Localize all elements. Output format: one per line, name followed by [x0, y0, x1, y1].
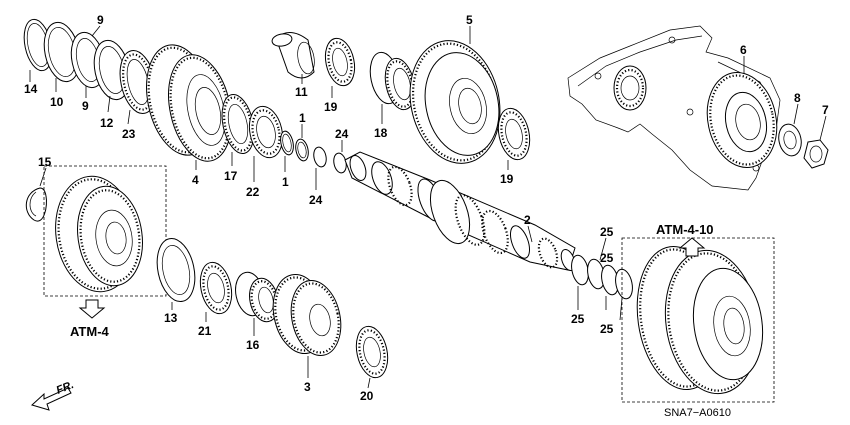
callout-4: 4 — [192, 173, 199, 187]
thrust-bearing-19a — [324, 37, 356, 87]
callout-14: 14 — [24, 82, 38, 96]
snap-ring-15 — [25, 187, 47, 222]
gear-3 — [272, 274, 342, 357]
callout-22: 22 — [246, 185, 260, 199]
callout-13: 13 — [164, 311, 178, 325]
needle-bearing-18 — [369, 51, 416, 111]
callout-5: 5 — [466, 13, 473, 27]
collar-11 — [271, 32, 315, 79]
callout-3: 3 — [304, 380, 311, 394]
arrow-to-atm410 — [678, 237, 706, 257]
atm410-boundary — [621, 237, 775, 403]
o-ring-24b — [333, 152, 347, 174]
callout-1-upper: 1 — [299, 111, 306, 125]
gear-4 — [146, 44, 232, 162]
mainshaft-2 — [344, 151, 576, 272]
front-direction-label: FR. — [55, 379, 76, 397]
callout-20: 20 — [360, 389, 374, 403]
callout-11: 11 — [295, 85, 308, 99]
callout-24-lower: 24 — [309, 193, 323, 207]
callout-7: 7 — [822, 103, 829, 117]
gear-5 — [409, 40, 501, 164]
callout-19-lower: 19 — [500, 172, 514, 186]
reference-atm4: ATM-4 — [70, 324, 110, 339]
callout-8: 8 — [794, 91, 801, 105]
clutch-drum-atm410 — [636, 245, 764, 395]
atm4-boundary — [43, 165, 167, 297]
callout-25-a: 25 — [571, 312, 585, 326]
callout-24-upper: 24 — [335, 127, 349, 141]
ring-1a — [280, 130, 294, 156]
clutch-drum-atm4 — [55, 175, 143, 293]
gear-6 — [706, 72, 778, 168]
o-ring-24a — [313, 146, 327, 168]
callout-23: 23 — [122, 127, 136, 141]
callout-9-top: 9 — [97, 13, 104, 27]
thrust-bearing-22 — [248, 105, 284, 159]
callout-10: 10 — [50, 95, 64, 109]
transmission-case-outline — [567, 25, 781, 191]
front-direction-arrow — [31, 387, 72, 411]
thrust-bearing-19b — [497, 107, 531, 161]
reference-atm410: ATM-4-10 — [656, 222, 714, 237]
callout-19-upper: 19 — [324, 100, 338, 114]
callout-labels: 14 10 9 9 12 23 4 17 22 1 1 24 24 11 19 … — [24, 13, 829, 403]
callout-15: 15 — [38, 155, 52, 169]
callout-18: 18 — [374, 126, 388, 140]
thrust-bearing-21 — [199, 261, 233, 315]
locknut-7 — [803, 139, 829, 169]
callout-9-bottom: 9 — [82, 99, 89, 113]
callout-25-d: 25 — [600, 322, 614, 336]
o-ring-25d — [615, 268, 633, 300]
washer-8 — [778, 123, 802, 157]
callout-12: 12 — [100, 116, 114, 130]
callout-16: 16 — [246, 338, 260, 352]
callout-17: 17 — [224, 169, 238, 183]
callout-2: 2 — [524, 213, 531, 227]
diagram-code: SNA7−A0610 — [664, 407, 731, 419]
callout-25-b: 25 — [600, 225, 614, 239]
thrust-bearing-20 — [355, 325, 389, 379]
callout-25-c: 25 — [600, 251, 614, 265]
callout-6: 6 — [740, 43, 747, 57]
callout-21: 21 — [198, 324, 212, 338]
leader-lines — [29, 25, 827, 389]
arrow-to-atm4 — [78, 299, 106, 319]
callout-1-lower: 1 — [282, 175, 289, 189]
ring-1b — [295, 138, 309, 162]
thrust-shim-13 — [156, 237, 196, 303]
